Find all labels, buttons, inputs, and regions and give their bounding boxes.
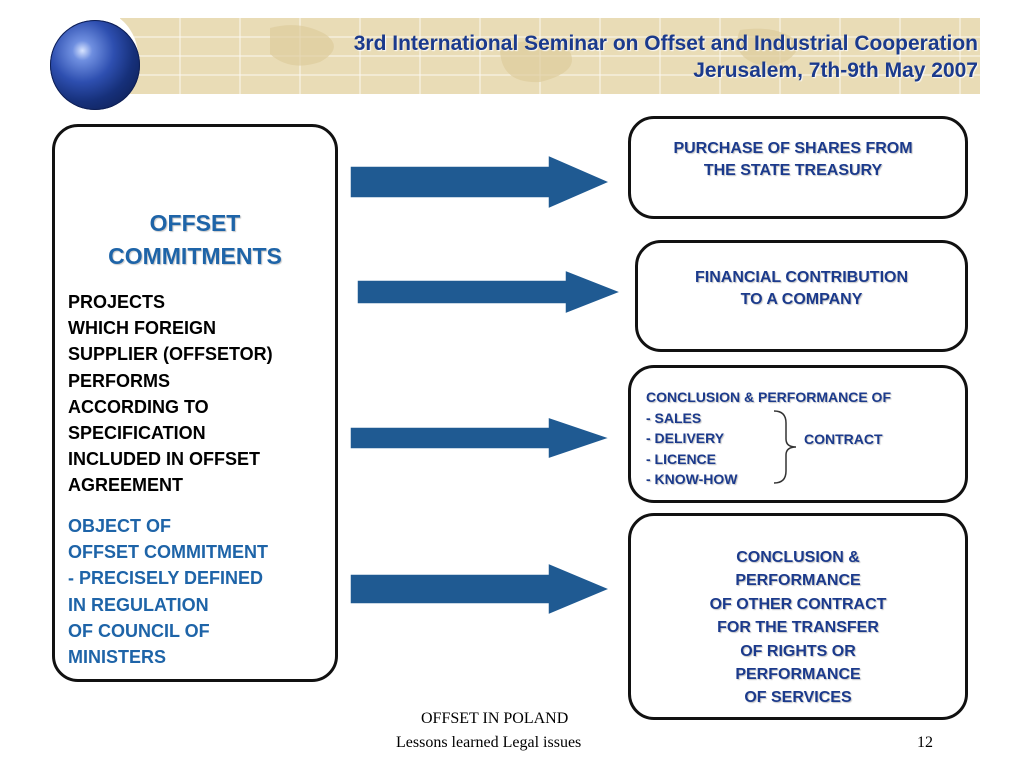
offset-commitment-object: OBJECT OF OFFSET COMMITMENT - PRECISELY …	[68, 516, 268, 668]
conclusion-item-sales: - SALES	[646, 409, 702, 426]
conclusion-item-licence: - LICENCE	[646, 450, 716, 467]
other-contract-box	[628, 513, 968, 720]
other-contract-text: CONCLUSION & PERFORMANCE OF OTHER CONTRA…	[709, 549, 887, 707]
financial-contribution-text: FINANCIAL CONTRIBUTION TO A COMPANY	[694, 269, 909, 308]
footer-presentation-title: OFFSET IN POLAND	[421, 710, 569, 727]
offset-commitments-heading: OFFSET COMMITMENTS	[108, 210, 282, 269]
header-banner	[120, 18, 980, 94]
contract-label: CONTRACT	[804, 431, 883, 447]
arrow-to-shares	[349, 153, 612, 211]
conclusion-performance-box	[628, 365, 968, 503]
curly-brace	[773, 410, 797, 484]
financial-contribution-box	[635, 240, 968, 352]
footer-subtitle: Lessons learned Legal issues	[396, 734, 582, 751]
seminar-title-line1: 3rd International Seminar on Offset and …	[353, 32, 978, 55]
seminar-title-line2: Jerusalem, 7th-9th May 2007	[693, 59, 978, 82]
shares-purchase-box	[628, 116, 968, 219]
conclusion-item-delivery: - DELIVERY	[646, 430, 725, 446]
offset-commitments-box: OFFSET COMMITMENTS PROJECTS WHICH FOREIG…	[52, 124, 338, 682]
offset-commitments-definition: PROJECTS WHICH FOREIGN SUPPLIER (OFFSETO…	[68, 292, 273, 496]
shares-purchase-text: PURCHASE OF SHARES FROM THE STATE TREASU…	[673, 140, 913, 179]
arrow-to-financial	[356, 268, 624, 316]
globe-icon	[50, 20, 140, 110]
logo-backdrop	[18, 8, 140, 110]
slide-number: 12	[917, 734, 933, 751]
conclusion-item-know-how: - KNOW-HOW	[646, 471, 738, 487]
arrow-to-other-contract	[349, 561, 612, 617]
map-grid-background	[120, 18, 980, 94]
seminar-title: 3rd International Seminar on Offset and …	[354, 30, 978, 84]
conclusion-heading: CONCLUSION & PERFORMANCE OF	[646, 389, 891, 405]
arrow-to-conclusion	[349, 415, 613, 461]
